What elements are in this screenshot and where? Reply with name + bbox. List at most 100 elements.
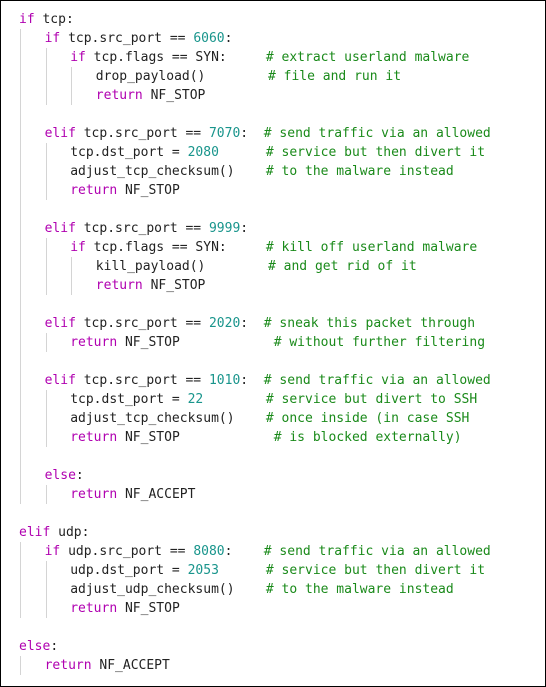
code-comment: # without further filtering (273, 335, 486, 350)
indent-guide (20, 67, 21, 86)
code-line-content: return NF_STOP (96, 86, 206, 105)
indent-guide (71, 257, 73, 276)
indent-guide (20, 219, 21, 238)
code-keyword: elif (44, 373, 76, 388)
code-text: NF_ACCEPT (117, 487, 196, 502)
code-line-content: return NF_STOP (70, 599, 180, 618)
code-text: : (240, 126, 264, 141)
code-line-content: return NF_STOP (96, 276, 206, 295)
code-keyword: elif (44, 126, 76, 141)
code-number: 2080 (187, 145, 219, 160)
indent-guide (20, 200, 21, 219)
indent-guide (20, 86, 21, 105)
indent-guide (45, 485, 47, 504)
code-line-content: if tcp: (19, 10, 74, 29)
code-text: NF_STOP (142, 88, 206, 103)
code-text: tcp.src_port == (60, 31, 194, 46)
indent-guide (45, 599, 47, 618)
code-text: NF_STOP (117, 183, 180, 198)
code-number: 9999 (208, 221, 241, 236)
indent-guide (20, 105, 21, 124)
indent-guide (45, 143, 47, 162)
indent-guide (45, 409, 47, 428)
code-comment: # once inside (in case SSH (265, 411, 470, 426)
code-keyword: return (70, 487, 118, 502)
code-keyword: return (70, 430, 118, 445)
indent-guide (20, 333, 21, 352)
code-comment: # send traffic via an allowed (263, 544, 491, 559)
code-line-content: elif udp: (19, 523, 89, 542)
code-text: NF_STOP (117, 335, 274, 350)
code-line-content: elif tcp.src_port == 1010: # send traffi… (45, 371, 491, 390)
code-comment: # to the malware instead (265, 582, 454, 597)
code-text: tcp.src_port == (75, 316, 209, 331)
code-line-content: return NF_ACCEPT (45, 656, 170, 675)
indent-guide (45, 428, 47, 447)
indent-guide (20, 466, 21, 485)
code-text: tcp.src_port == (75, 221, 209, 236)
code-text: udp.src_port == (60, 544, 194, 559)
code-keyword: return (70, 601, 118, 616)
code-comment: # to the malware instead (265, 164, 454, 179)
code-text (219, 145, 266, 160)
code-text: adjust_tcp_checksum() (70, 164, 266, 179)
code-text (219, 563, 266, 578)
code-text: tcp.flags == SYN: (85, 50, 266, 65)
code-text: : (240, 373, 264, 388)
code-line-content: if tcp.flags == SYN: # kill off userland… (70, 238, 477, 257)
code-number: 6060 (193, 31, 225, 46)
indent-guide (20, 124, 21, 143)
indent-guide (20, 428, 21, 447)
indent-guide (20, 371, 21, 390)
code-keyword: elif (44, 316, 76, 331)
indent-guide (20, 390, 21, 409)
code-text: tcp: (34, 12, 74, 27)
code-line-content: if tcp.flags == SYN: # extract userland … (70, 48, 469, 67)
code-keyword: if (44, 31, 61, 46)
indent-guide (45, 162, 47, 181)
code-keyword: else (19, 639, 51, 654)
code-text: : (50, 639, 59, 654)
code-keyword: return (70, 183, 118, 198)
indent-guide (45, 238, 47, 257)
code-text (203, 392, 266, 407)
indent-guide (45, 181, 47, 200)
code-keyword: return (95, 278, 143, 293)
code-comment: # service but then divert it (265, 563, 486, 578)
code-number: 22 (187, 392, 204, 407)
code-comment: # service but divert to SSH (265, 392, 478, 407)
indent-guide (45, 86, 47, 105)
indent-guide (20, 48, 21, 67)
code-comment: # service but then divert it (265, 145, 486, 160)
code-keyword: elif (19, 525, 51, 540)
code-comment: # extract userland malware (265, 50, 470, 65)
code-line-content: elif tcp.src_port == 9999: (45, 219, 249, 238)
code-text: udp.dst_port = (70, 563, 188, 578)
code-comment: # file and run it (267, 69, 402, 84)
code-comment: # send traffic via an allowed (263, 373, 491, 388)
code-comment: # send traffic via an allowed (263, 126, 491, 141)
code-line-content: if udp.src_port == 8080: # send traffic … (45, 542, 491, 561)
indent-guide (20, 561, 21, 580)
code-line-content: elif tcp.src_port == 2020: # sneak this … (45, 314, 476, 333)
code-line-content: adjust_tcp_checksum() # once inside (in … (70, 409, 469, 428)
indent-guide (20, 238, 21, 257)
code-number: 7070 (208, 126, 241, 141)
indent-guide (71, 86, 73, 105)
indent-guide (20, 485, 21, 504)
indent-guide (20, 580, 21, 599)
indent-guide (45, 580, 47, 599)
code-text: : (75, 468, 84, 483)
code-text: kill_payload() (95, 259, 268, 274)
code-number: 1010 (208, 373, 241, 388)
code-keyword: if (44, 544, 61, 559)
code-text: tcp.dst_port = (70, 145, 188, 160)
indent-guide (20, 599, 21, 618)
code-keyword: return (44, 658, 92, 673)
code-keyword: else (44, 468, 76, 483)
code-line-content: drop_payload() # file and run it (96, 67, 401, 86)
code-keyword: if (70, 240, 86, 255)
indent-guide (20, 181, 21, 200)
code-text: adjust_tcp_checksum() (70, 411, 266, 426)
indent-guide (45, 276, 47, 295)
